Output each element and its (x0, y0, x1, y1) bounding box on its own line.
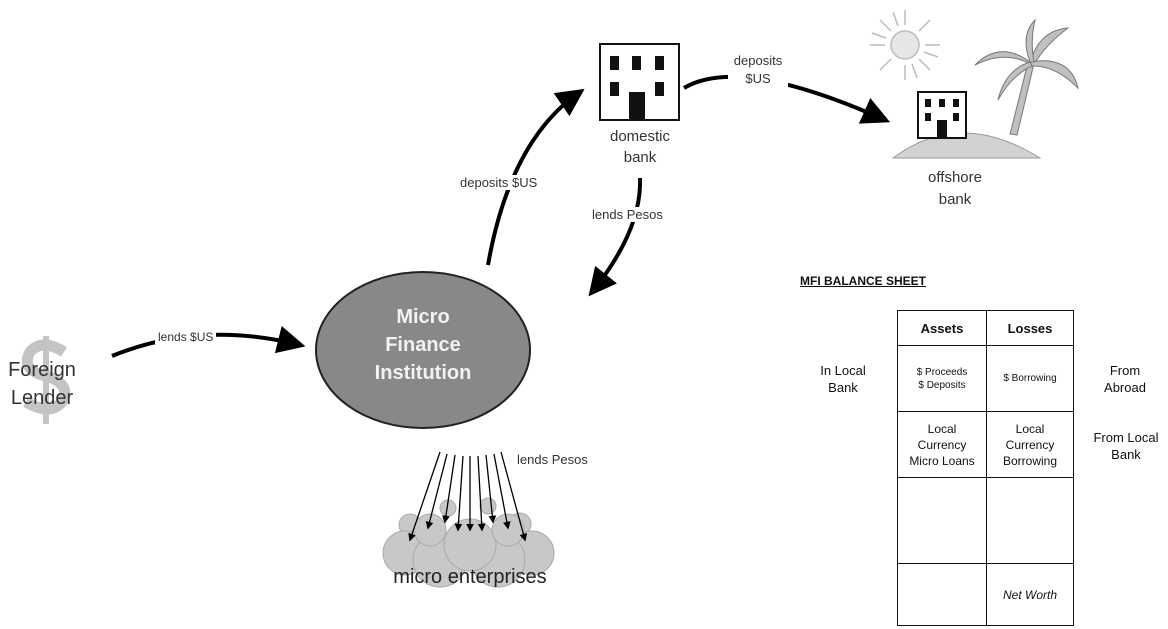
mfi-label: Micro Finance Institution (374, 306, 472, 384)
arrow-domestic-to-mfi (588, 177, 643, 297)
assets-cell (897, 563, 987, 626)
foreign-lender-label: Foreign Lender (8, 359, 76, 409)
mfi-ellipse (315, 271, 531, 429)
edge-label-mfi-to-enterprises: lends Pesos (517, 452, 588, 467)
offshore-bank-label: offshore bank (928, 169, 982, 208)
micro-enterprises-label: micro enterprises (393, 566, 547, 588)
table-row: Local Currency Micro Loans Local Currenc… (897, 411, 1074, 478)
net-worth-cell: Net Worth (986, 563, 1074, 626)
row-label-right-1: From Abroad (1104, 363, 1146, 395)
losses-cell (986, 477, 1074, 564)
balance-sheet-table: Assets Losses $ Proceeds $ Deposits $ Bo… (897, 310, 1074, 626)
losses-cell: Local Currency Borrowing (986, 411, 1074, 478)
row-label-left-1: In Local Bank (820, 363, 866, 395)
assets-cell (897, 477, 987, 564)
dollar-sign-icon (21, 336, 71, 424)
losses-header: Losses (986, 310, 1074, 346)
domestic-bank-building-icon (599, 43, 680, 121)
assets-header: Assets (897, 310, 987, 346)
edge-label-domestic-to-mfi: lends Pesos (590, 207, 665, 222)
palm-tree-icon (974, 18, 1079, 136)
table-row (897, 477, 1074, 564)
mfi-to-enterprises-arrows (408, 451, 528, 542)
sun-icon (870, 10, 940, 80)
island-icon (891, 132, 1042, 159)
edge-label-mfi-to-domestic: deposits $US (458, 175, 540, 190)
domestic-bank-label: domestic bank (609, 128, 671, 166)
row-label-right-2: From Local Bank (1093, 430, 1159, 462)
edge-label-domestic-to-offshore: deposits $US (728, 52, 788, 88)
balance-sheet-title: MFI BALANCE SHEET (800, 274, 926, 288)
losses-cell: $ Borrowing (986, 345, 1074, 412)
table-row: Net Worth (897, 563, 1074, 626)
assets-cell: Local Currency Micro Loans (897, 411, 987, 478)
assets-cell: $ Proceeds $ Deposits (897, 345, 987, 412)
offshore-bank-building-icon (917, 91, 967, 139)
arrow-mfi-to-domestic (486, 88, 585, 266)
edge-label-foreign-to-mfi: lends $US (155, 330, 217, 344)
table-header-row: Assets Losses (897, 310, 1074, 346)
table-row: $ Proceeds $ Deposits $ Borrowing (897, 345, 1074, 412)
micro-enterprises-cluster (382, 497, 555, 588)
